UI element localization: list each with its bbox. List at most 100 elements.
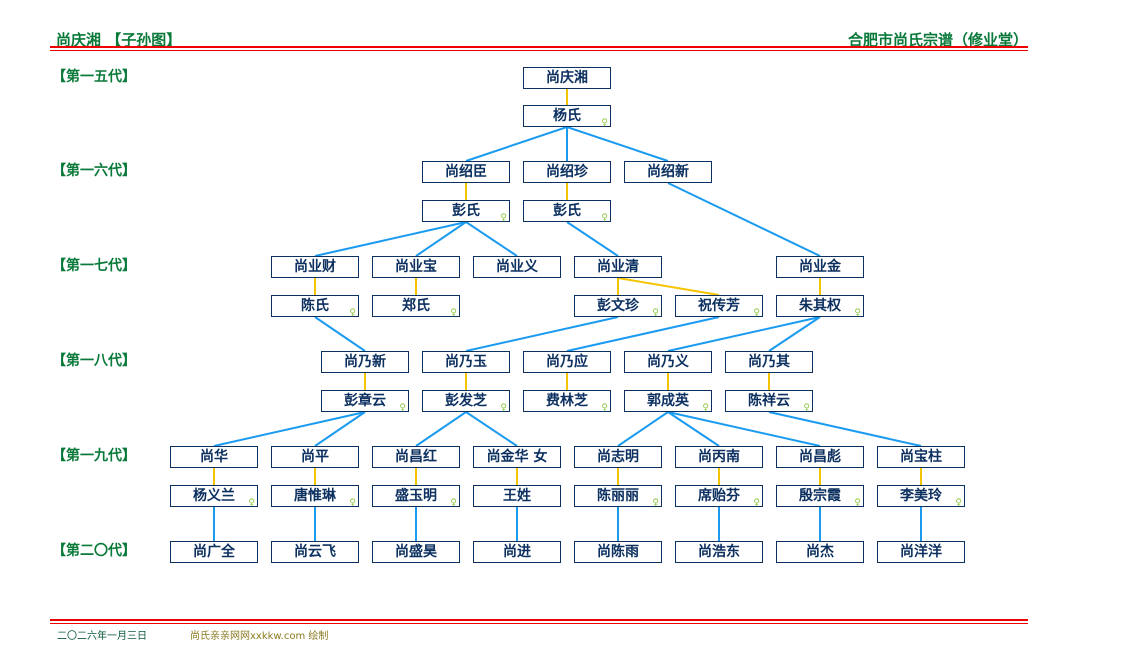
person-name: 尚绍珍	[546, 164, 588, 180]
spouse-node[interactable]: 彭发芝♀	[422, 390, 510, 413]
female-icon: ♀	[349, 498, 356, 508]
female-icon: ♀	[399, 403, 406, 413]
person-node[interactable]: 尚宝柱	[877, 446, 965, 468]
person-name: 尚杰	[806, 544, 834, 560]
person-node[interactable]: 尚杰	[776, 541, 864, 563]
spouse-node[interactable]: 杨氏♀	[523, 105, 611, 128]
person-name: 尚业宝	[395, 259, 437, 275]
person-node[interactable]: 尚乃其	[725, 351, 813, 373]
person-name: 尚宝柱	[900, 449, 942, 465]
person-node[interactable]: 尚业财	[271, 256, 359, 278]
person-name: 费林芝	[546, 393, 588, 409]
person-node[interactable]: 尚盛昊	[372, 541, 460, 563]
person-name: 郭成英	[647, 393, 689, 409]
person-node[interactable]: 尚绍臣	[422, 161, 510, 183]
child-connector	[667, 411, 720, 447]
person-name: 杨氏	[553, 108, 581, 124]
person-name: 尚乃其	[748, 354, 790, 370]
person-name: 尚进	[503, 544, 531, 560]
spouse-node[interactable]: 唐惟琳♀	[271, 485, 359, 508]
spouse-node[interactable]: 彭氏♀	[422, 200, 510, 223]
spouse-node[interactable]: 盛玉明♀	[372, 485, 460, 508]
person-node[interactable]: 尚绍珍	[523, 161, 611, 183]
spouse-node[interactable]: 祝传芳♀	[675, 295, 763, 318]
person-node[interactable]: 尚乃玉	[422, 351, 510, 373]
person-node[interactable]: 尚业义	[473, 256, 561, 278]
spouse-node[interactable]: 朱其权♀	[776, 295, 864, 318]
person-node[interactable]: 尚丙南	[675, 446, 763, 468]
spouse-node[interactable]: 彭氏♀	[523, 200, 611, 223]
person-name: 尚昌彪	[799, 449, 841, 465]
person-node[interactable]: 尚浩东	[675, 541, 763, 563]
spouse-node[interactable]: 陈祥云♀	[725, 390, 813, 413]
person-name: 尚盛昊	[395, 544, 437, 560]
person-name: 尚洋洋	[900, 544, 942, 560]
spouse-node[interactable]: 陈氏 ♀	[271, 295, 359, 318]
child-connector	[465, 411, 518, 447]
person-name: 尚乃新	[344, 354, 386, 370]
person-node[interactable]: 尚乃新	[321, 351, 409, 373]
person-node[interactable]: 尚业金	[776, 256, 864, 278]
genealogy-title: 合肥市尚氏宗谱（修业堂）	[847, 31, 1028, 49]
female-icon: ♀	[349, 308, 356, 318]
person-node[interactable]: 尚金华 女	[473, 446, 561, 468]
person-node[interactable]: 尚云飞	[271, 541, 359, 563]
person-node[interactable]: 尚庆湘	[523, 67, 611, 89]
female-icon: ♀	[601, 403, 608, 413]
female-icon: ♀	[652, 498, 659, 508]
person-name: 尚业义	[496, 259, 538, 275]
spouse-node[interactable]: 杨义兰♀	[170, 485, 258, 508]
female-icon: ♀	[702, 403, 709, 413]
spouse-node[interactable]: 郭成英 ♀	[624, 390, 712, 413]
person-name: 殷宗霞	[799, 488, 841, 504]
person-node[interactable]: 尚进	[473, 541, 561, 563]
person-node[interactable]: 尚陈雨	[574, 541, 662, 563]
child-connector	[213, 411, 366, 447]
female-icon: ♀	[753, 498, 760, 508]
person-node[interactable]: 尚昌彪	[776, 446, 864, 468]
generation-label: 【第一五代】	[52, 69, 136, 85]
female-icon: ♀	[803, 403, 810, 413]
child-connector	[768, 316, 821, 352]
child-connector	[566, 221, 619, 257]
generation-label: 【第二〇代】	[52, 543, 136, 559]
person-node[interactable]: 尚业宝	[372, 256, 460, 278]
person-name: 尚乃玉	[445, 354, 487, 370]
footer-date: 二〇二六年一月三日	[57, 631, 147, 642]
person-name: 陈氏	[301, 298, 329, 314]
child-connector	[314, 221, 467, 257]
female-icon: ♀	[854, 498, 861, 508]
spouse-node[interactable]: 郑氏♀	[372, 295, 460, 318]
person-node[interactable]: 尚洋洋	[877, 541, 965, 563]
spouse-node[interactable]: 彭章云♀	[321, 390, 409, 413]
person-node[interactable]: 尚平	[271, 446, 359, 468]
child-connector	[415, 411, 467, 447]
person-node[interactable]: 尚业清	[574, 256, 662, 278]
child-connector	[667, 411, 821, 447]
child-connector	[465, 221, 518, 257]
child-connector	[566, 316, 720, 352]
person-node[interactable]: 尚广全	[170, 541, 258, 563]
person-node[interactable]: 王姓	[473, 485, 561, 507]
spouse-node[interactable]: 席贻芬♀	[675, 485, 763, 508]
person-node[interactable]: 尚乃应	[523, 351, 611, 373]
child-connector	[667, 316, 821, 352]
footer-rule	[50, 623, 1028, 624]
person-name: 尚云飞	[294, 544, 336, 560]
spouse-node[interactable]: 费林芝 ♀	[523, 390, 611, 413]
spouse-node[interactable]: 李美玲♀	[877, 485, 965, 508]
person-node[interactable]: 尚乃义	[624, 351, 712, 373]
person-name: 尚乃义	[647, 354, 689, 370]
person-name: 尚金华 女	[486, 449, 548, 465]
spouse-node[interactable]: 彭文珍♀	[574, 295, 662, 318]
spouse-node[interactable]: 陈丽丽♀	[574, 485, 662, 508]
person-node[interactable]: 尚志明	[574, 446, 662, 468]
child-connector	[415, 221, 467, 257]
person-node[interactable]: 尚华	[170, 446, 258, 468]
person-name: 尚庆湘	[546, 70, 588, 86]
person-node[interactable]: 尚昌红	[372, 446, 460, 468]
spouse-node[interactable]: 殷宗霞 ♀	[776, 485, 864, 508]
person-node[interactable]: 尚绍新	[624, 161, 712, 183]
person-name: 杨义兰	[193, 488, 235, 504]
